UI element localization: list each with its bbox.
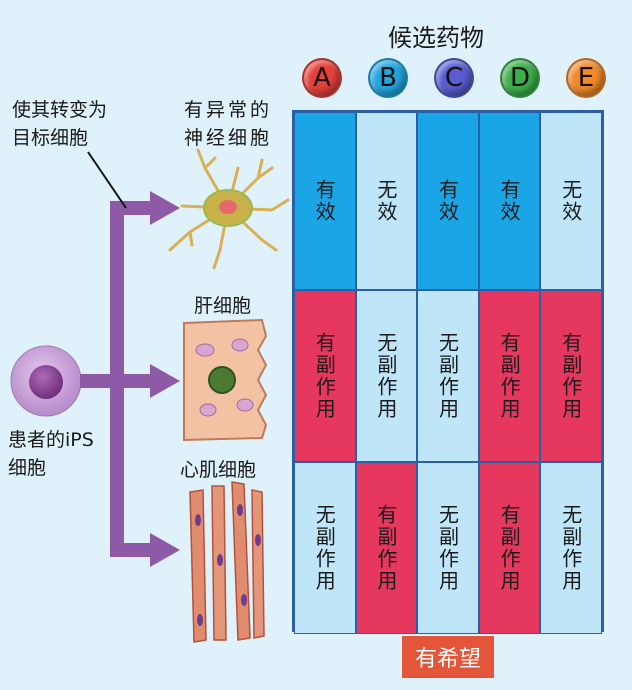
ips-label: 患者的iPS 细胞 [8, 426, 94, 482]
drug-d-circle: D [500, 58, 540, 98]
drug-c-circle: C [434, 58, 474, 98]
grid-cell: 无副作用 [417, 462, 479, 634]
liver-cell-icon [183, 318, 268, 442]
diagram-title: 候选药物 [388, 24, 484, 52]
grid-cell: 无副作用 [417, 290, 479, 462]
drug-e-circle: E [566, 58, 606, 98]
grid-cell: 有效 [417, 112, 479, 290]
neuron-label: 有异常的 神经细胞 [184, 96, 272, 152]
heart-muscle-cells-icon [189, 481, 265, 643]
result-grid: 有效无效有效有效无效有副作用无副作用无副作用有副作用有副作用无副作用有副作用无副… [292, 110, 604, 634]
grid-cell: 无副作用 [294, 462, 356, 634]
convert-label-line2: 目标细胞 [12, 127, 89, 149]
branch-arrows [80, 191, 180, 567]
grid-cell: 有副作用 [540, 290, 602, 462]
convert-label: 使其转变为 目标细胞 [12, 96, 107, 152]
grid-cell: 有副作用 [478, 462, 541, 634]
grid-cell: 无副作用 [540, 462, 602, 634]
grid-cell: 有效 [294, 112, 356, 290]
ips-label-line1: 患者的iPS [8, 429, 94, 451]
grid-cell: 有效 [478, 112, 541, 290]
label-pointer-line [87, 151, 127, 209]
drug-a-circle: A [302, 58, 342, 98]
ips-cell-icon [10, 345, 82, 417]
drug-b-circle: B [368, 58, 408, 98]
grid-cell: 有副作用 [478, 290, 541, 462]
drug-b-letter: B [379, 63, 397, 93]
grid-cell: 无副作用 [355, 290, 418, 462]
ips-label-line2: 细胞 [8, 457, 47, 479]
liver-label: 肝细胞 [194, 295, 252, 317]
neuron-label-line2: 神经细胞 [184, 127, 273, 149]
grid-cell: 有副作用 [294, 290, 356, 462]
drug-c-letter: C [444, 63, 464, 93]
grid-cell: 无效 [540, 112, 602, 290]
grid-cell: 无效 [355, 112, 418, 290]
grid-cell: 有副作用 [355, 462, 418, 634]
promising-badge: 有希望 [402, 636, 494, 678]
heart-label: 心肌细胞 [180, 459, 257, 481]
drug-a-letter: A [313, 63, 331, 93]
neuron-cell-icon [168, 148, 290, 270]
neuron-label-line1: 有异常的 [184, 99, 273, 121]
drug-circles: A B C D E [302, 58, 606, 98]
drug-e-letter: E [577, 63, 595, 93]
drug-d-letter: D [509, 63, 531, 93]
convert-label-line1: 使其转变为 [12, 99, 108, 121]
